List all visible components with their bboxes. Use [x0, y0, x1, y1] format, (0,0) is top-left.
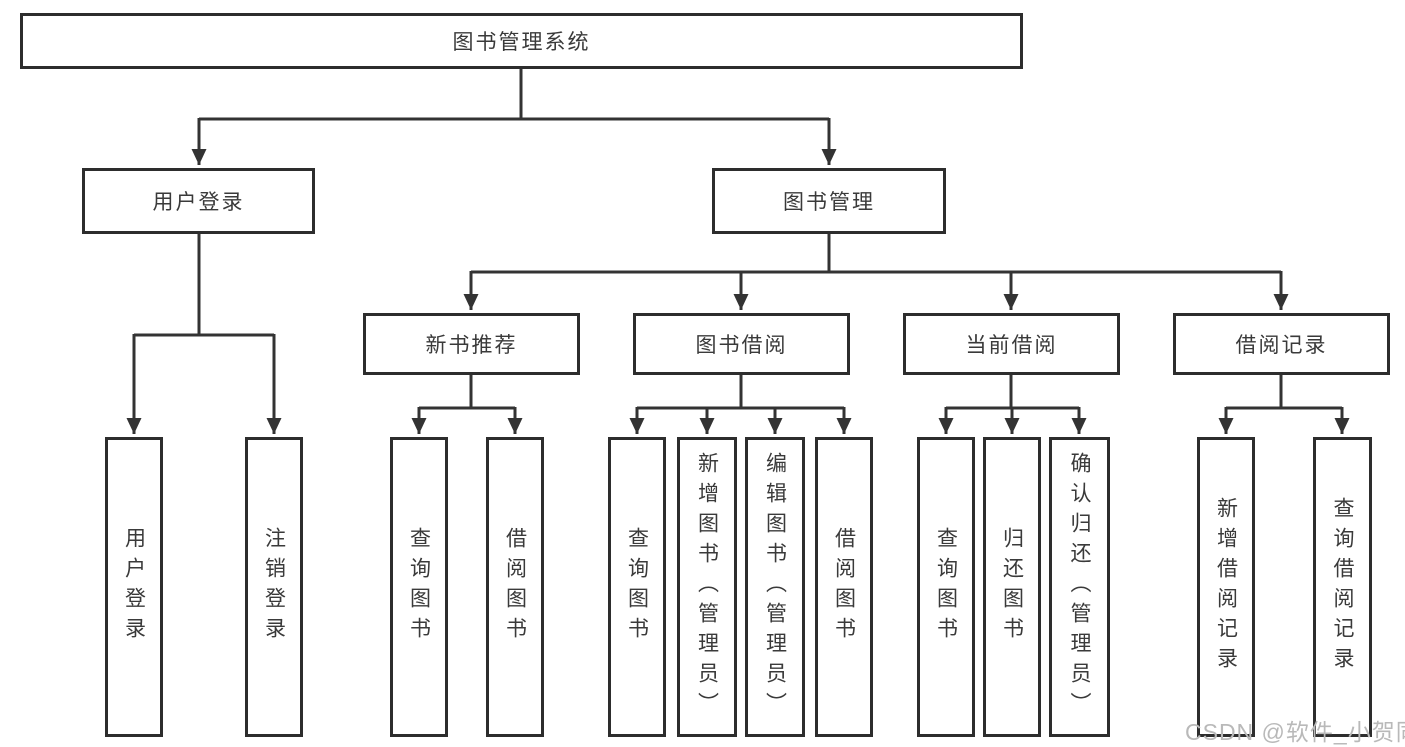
node-book-management: 图书管理: [712, 168, 946, 234]
node-current-borrowing: 当前借阅: [903, 313, 1120, 375]
leaf-add-books-admin: 新增图书（管理员）: [677, 437, 737, 737]
leaf-search-books-borrow: 查询图书: [608, 437, 666, 737]
node-book-borrowing: 图书借阅: [633, 313, 850, 375]
leaf-confirm-return-admin: 确认归还（管理员）: [1049, 437, 1110, 737]
node-borrowing-records: 借阅记录: [1173, 313, 1390, 375]
leaf-user-login: 用户登录: [105, 437, 163, 737]
node-root-library-system: 图书管理系统: [20, 13, 1023, 69]
leaf-return-books: 归还图书: [983, 437, 1041, 737]
leaf-edit-books-admin: 编辑图书（管理员）: [745, 437, 805, 737]
node-user-login: 用户登录: [82, 168, 315, 234]
leaf-search-borrow-record: 查询借阅记录: [1313, 437, 1372, 737]
leaf-search-books-current: 查询图书: [917, 437, 975, 737]
leaf-borrow-books-recommend: 借阅图书: [486, 437, 544, 737]
leaf-logout: 注销登录: [245, 437, 303, 737]
leaf-add-borrow-record: 新增借阅记录: [1197, 437, 1255, 737]
csdn-watermark: CSDN @软件_小贺同学: [1185, 719, 1405, 745]
leaf-borrow-books: 借阅图书: [815, 437, 873, 737]
node-new-book-recommendation: 新书推荐: [363, 313, 580, 375]
leaf-search-books-recommend: 查询图书: [390, 437, 448, 737]
